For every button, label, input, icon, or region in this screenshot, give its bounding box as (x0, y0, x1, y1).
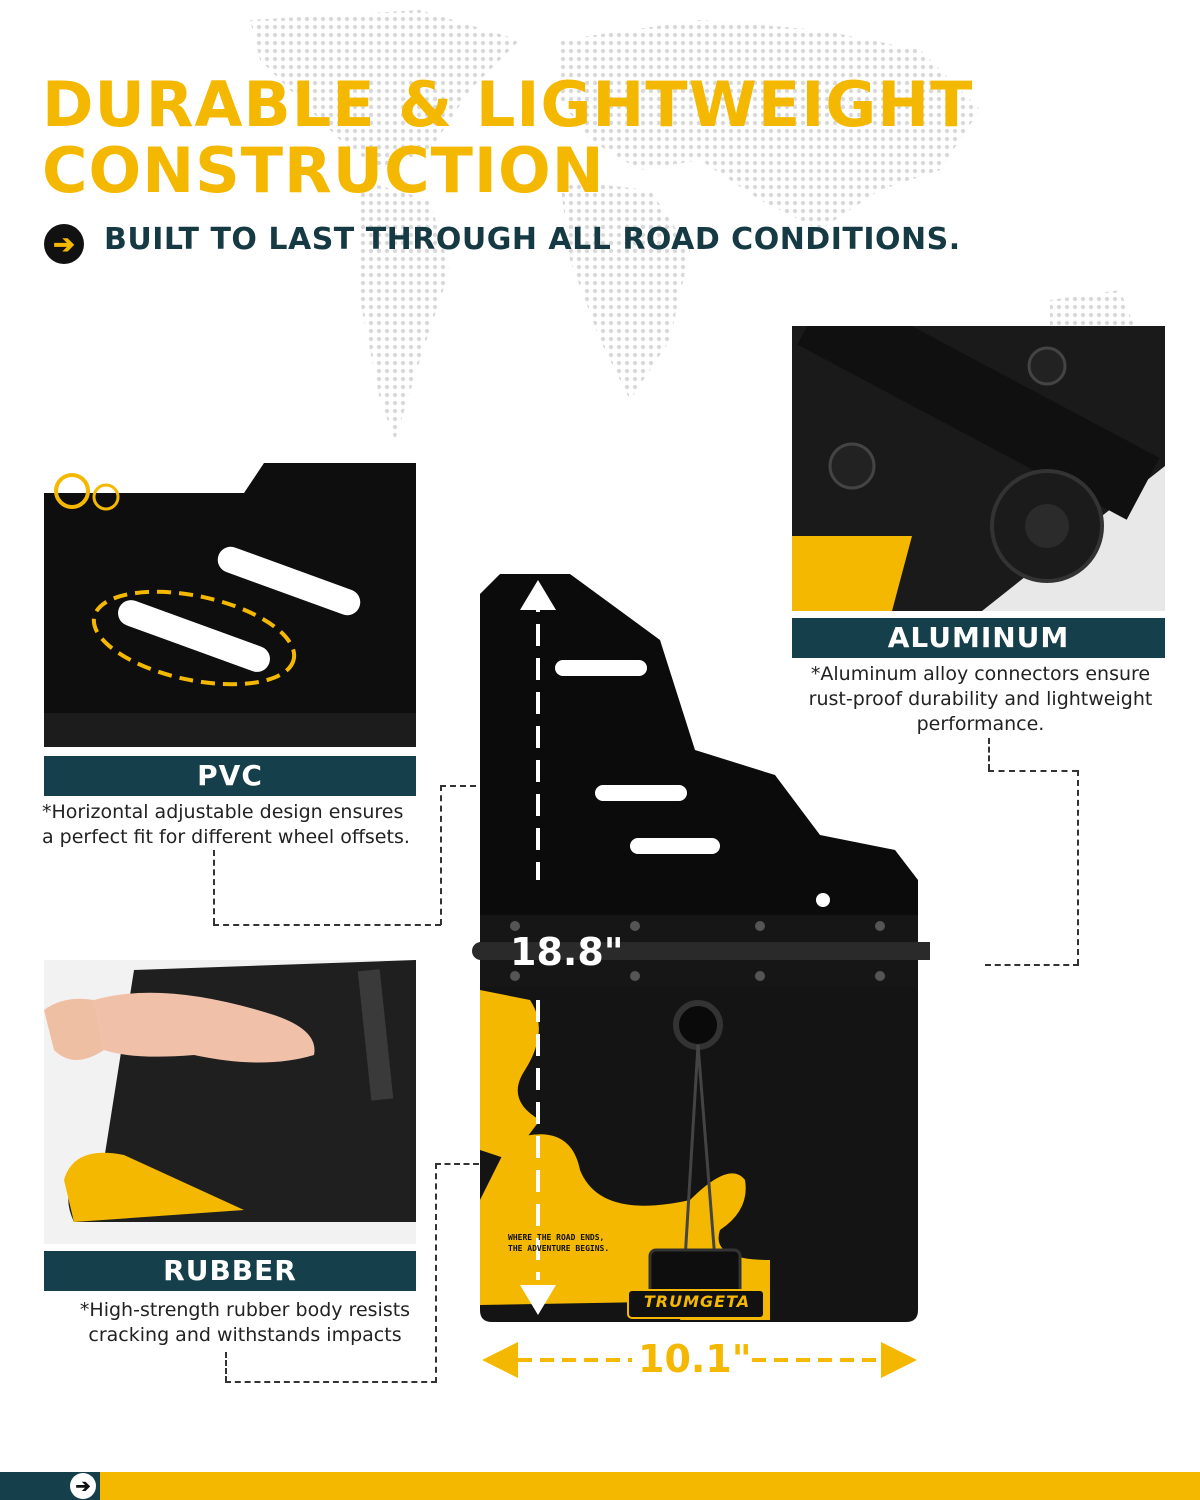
aluminum-caption-line-2: rust-proof durability and lightweight (808, 688, 1153, 710)
connector-line (440, 785, 442, 925)
height-dimension-label: 18.8" (510, 930, 624, 974)
pvc-caption-line-2: a perfect fit for different wheel offset… (42, 826, 410, 848)
rubber-caption-line-1: *High-strength rubber body resists (79, 1299, 411, 1321)
arrow-right-icon: ➔ (44, 224, 84, 264)
wheel-icon (54, 473, 90, 509)
arrow-right-icon: ➔ (70, 1473, 96, 1499)
connector-line (225, 1352, 227, 1382)
connector-line (213, 850, 215, 924)
rubber-label: RUBBER (44, 1251, 416, 1291)
connector-line (988, 738, 990, 770)
rubber-caption: *High-strength rubber body resists crack… (60, 1298, 430, 1348)
connector-line (988, 770, 1078, 772)
connector-line (435, 1163, 479, 1165)
connector-line (213, 924, 441, 926)
slogan-line-1: WHERE THE ROAD ENDS, (508, 1233, 605, 1242)
subheadline: BUILT TO LAST THROUGH ALL ROAD CONDITION… (104, 222, 961, 257)
connector-line (440, 785, 476, 787)
aluminum-caption-line-1: *Aluminum alloy connectors ensure (810, 663, 1151, 685)
aluminum-photo (792, 326, 1165, 611)
footer-band (0, 1472, 1200, 1500)
connector-line (1077, 770, 1079, 965)
rubber-caption-line-2: cracking and withstands impacts (88, 1324, 402, 1346)
rubber-photo (44, 960, 416, 1244)
connector-line (225, 1381, 437, 1383)
width-dimension-label: 10.1" (638, 1337, 752, 1381)
headline-line-2: CONSTRUCTION (42, 134, 605, 207)
headline-line-1: DURABLE & LIGHTWEIGHT (42, 68, 974, 141)
pvc-caption: *Horizontal adjustable design ensures a … (42, 800, 432, 850)
connector-line (985, 964, 1079, 966)
pvc-caption-line-1: *Horizontal adjustable design ensures (42, 801, 404, 823)
aluminum-label: ALUMINUM (792, 618, 1165, 658)
slogan-text: WHERE THE ROAD ENDS, THE ADVENTURE BEGIN… (508, 1232, 609, 1254)
connector-line (435, 1163, 437, 1383)
pvc-label: PVC (44, 756, 416, 796)
width-dimension-arrow (482, 1342, 917, 1378)
mud-flap-product (472, 574, 930, 1322)
slogan-line-2: THE ADVENTURE BEGINS. (508, 1244, 610, 1253)
pvc-photo (44, 463, 416, 747)
brand-logo: TRUMGETA (643, 1292, 751, 1311)
aluminum-caption: *Aluminum alloy connectors ensure rust-p… (788, 662, 1173, 737)
aluminum-caption-line-3: performance. (916, 713, 1045, 735)
